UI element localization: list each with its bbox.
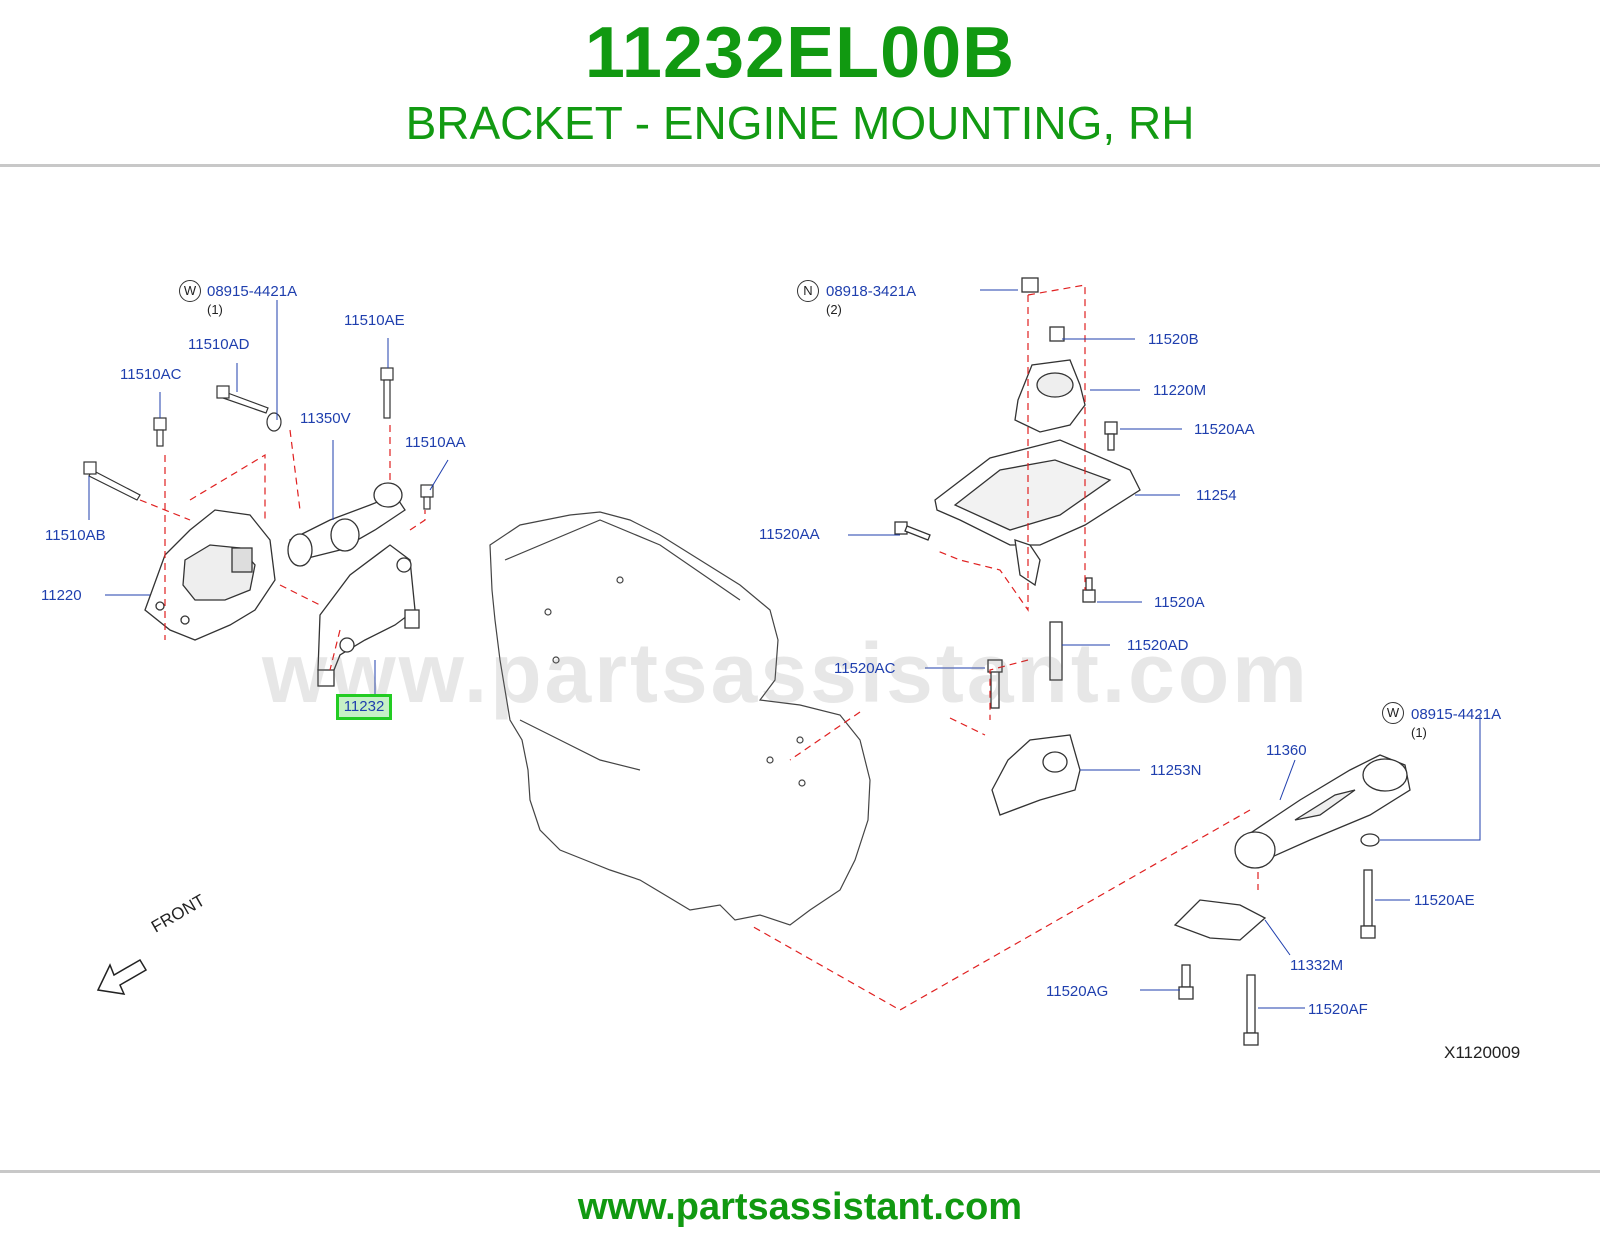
callout-code-n: N	[797, 280, 819, 302]
callout-11520AA-left[interactable]: 11520AA	[759, 526, 820, 543]
rod-11350V	[287, 482, 406, 567]
bracket-11232	[317, 544, 420, 687]
part-name-subtitle: BRACKET - ENGINE MOUNTING, RH	[405, 97, 1195, 149]
callout-qty-n: (2)	[826, 302, 842, 317]
diagram-drawing	[83, 277, 1481, 1046]
callout-11360[interactable]: 11360	[1266, 742, 1307, 759]
front-arrow	[96, 958, 148, 995]
rod-11360	[1234, 754, 1411, 939]
callout-11520AA-right[interactable]: 11520AA	[1194, 421, 1255, 438]
callout-code-w-left: W	[179, 280, 201, 302]
callout-11520A[interactable]: 11520A	[1154, 594, 1205, 611]
leader-lines	[88, 289, 1481, 1009]
callout-11253N[interactable]: 11253N	[1150, 762, 1202, 779]
callout-11520AC[interactable]: 11520AC	[834, 660, 896, 677]
watermark-text: www.partsassistant.com	[262, 626, 1310, 720]
part-number-title: 11232EL00B	[584, 13, 1016, 93]
callout-08915-4421A-left[interactable]: 08915-4421A	[207, 283, 298, 300]
callout-11220M[interactable]: 11220M	[1153, 382, 1207, 399]
callout-11510AD[interactable]: 11510AD	[188, 336, 250, 353]
highlighted-part-11232[interactable]: 11232	[336, 694, 392, 720]
callout-11350V[interactable]: 11350V	[300, 410, 351, 427]
header-divider	[0, 164, 1600, 167]
callout-08918-3421A[interactable]: 08918-3421A	[826, 283, 917, 300]
callout-11510AC[interactable]: 11510AC	[120, 366, 182, 383]
callout-11332M[interactable]: 11332M	[1290, 957, 1344, 974]
mount-11220	[144, 509, 276, 641]
mount-11220M	[1014, 277, 1086, 433]
footer-divider	[0, 1170, 1600, 1173]
callout-code-w-right: W	[1382, 702, 1404, 724]
callout-11254[interactable]: 11254	[1196, 487, 1237, 504]
bracket-11254	[894, 421, 1141, 709]
callout-11510AB[interactable]: 11510AB	[45, 527, 106, 544]
callout-11520AE[interactable]: 11520AE	[1414, 892, 1475, 909]
guide-lines	[139, 284, 1259, 1011]
parts-diagram: www.partsassistant.com W 08915-4421A (1)…	[41, 277, 1521, 1062]
bracket-11253N	[991, 734, 1081, 816]
callout-qty-left: (1)	[207, 302, 223, 317]
callout-11220[interactable]: 11220	[41, 587, 82, 604]
footer-url-link[interactable]: www.partsassistant.com	[577, 1186, 1023, 1228]
engine-block	[489, 511, 871, 926]
callout-11520AF[interactable]: 11520AF	[1308, 1001, 1368, 1018]
callout-08915-4421A-right[interactable]: 08915-4421A	[1411, 706, 1502, 723]
page-header: 11232EL00B BRACKET - ENGINE MOUNTING, RH	[0, 0, 1600, 168]
callout-qty-right: (1)	[1411, 725, 1427, 740]
callout-11510AE[interactable]: 11510AE	[344, 312, 405, 329]
callout-11520B[interactable]: 11520B	[1148, 331, 1199, 348]
callout-11520AD[interactable]: 11520AD	[1127, 637, 1189, 654]
bracket-11332M	[1173, 899, 1267, 1046]
callout-11520AG[interactable]: 11520AG	[1046, 983, 1109, 1000]
bolts-left	[83, 367, 434, 510]
figure-reference: X1120009	[1444, 1043, 1521, 1062]
callout-11510AA[interactable]: 11510AA	[405, 434, 466, 451]
